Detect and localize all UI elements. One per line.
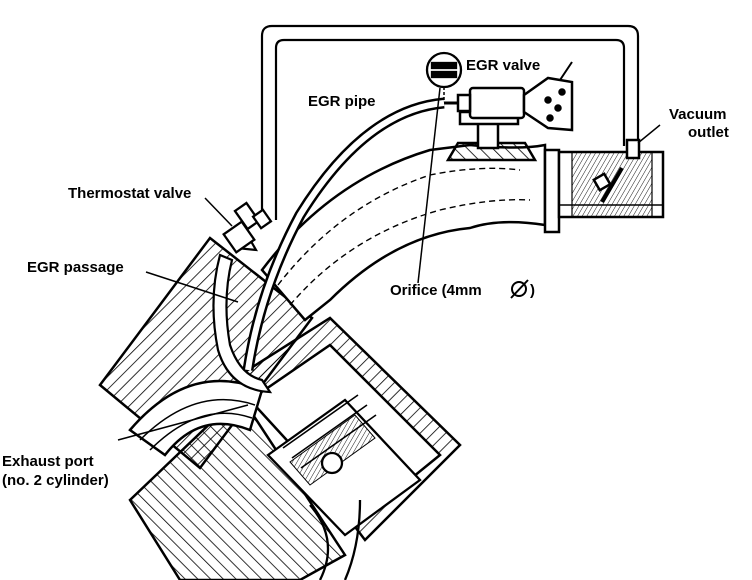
label-egr-passage: EGR passage [27,259,124,276]
intake-manifold [260,143,547,322]
label-orifice: Orifice (4mm ) [390,279,535,299]
orifice-inset [425,51,463,100]
label-orifice-suffix: ) [530,282,535,299]
vacuum-hose [260,24,640,220]
label-exhaust-port-line2: (no. 2 cylinder) [2,472,109,489]
label-thermostat-valve: Thermostat valve [68,185,191,202]
egr-valve [440,61,574,162]
throttle-body [543,138,665,234]
label-vacuum-outlet-line2: outlet [688,124,729,141]
leader-lines [117,87,661,441]
label-orifice-prefix: Orifice (4mm [390,282,482,299]
label-egr-pipe: EGR pipe [308,93,376,110]
label-exhaust-port-line1: Exhaust port [2,453,94,470]
diameter-symbol-icon [510,279,529,299]
egr-pipe [242,97,445,371]
piston [266,394,422,580]
thermostat-valve [222,201,273,254]
label-vacuum-outlet-line1: Vacuum [669,106,727,123]
label-egr-valve: EGR valve [466,57,540,74]
